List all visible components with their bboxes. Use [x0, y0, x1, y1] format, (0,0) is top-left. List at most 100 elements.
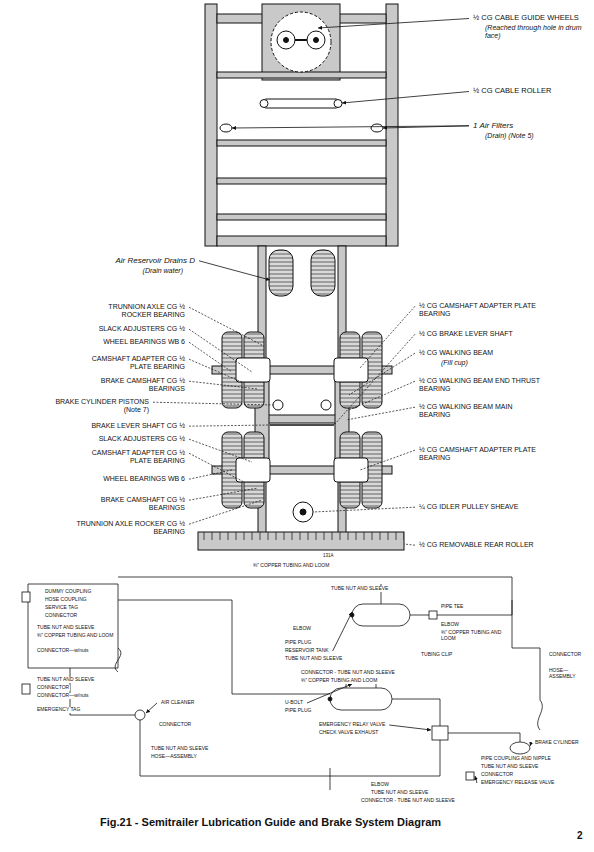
part-label: PIPE PLUG: [284, 640, 312, 646]
copper-tubing: [410, 600, 512, 615]
brake-cylinder: [273, 400, 283, 410]
part-label: PIPE TEE: [440, 604, 464, 610]
part-label: CONNECTOR: [548, 652, 582, 658]
callout-label: ½ CG WALKING BEAM END THRUST BEARING: [418, 377, 544, 393]
part-label: ⅜" COPPER TUBING AND LOOM: [300, 678, 378, 684]
leader-line: [189, 329, 252, 372]
copper-tubing: [118, 577, 512, 600]
part-label: ⅜" COPPER TUBING AND LOOM: [36, 633, 114, 639]
note-text: (Drain water): [142, 267, 184, 275]
leader-line: [342, 92, 469, 104]
leader-line: [349, 353, 415, 395]
part-label: HOSE—ASSEMBLY: [548, 668, 592, 680]
pipe-plug: [328, 697, 332, 701]
reservoir-tank: [330, 688, 392, 710]
callout-label: TRUNNION AXLE ROCKER CG ½ BEARING: [60, 520, 186, 536]
callout-label: ½ CG CABLE ROLLER: [472, 87, 552, 96]
callout-label: WHEEL BEARINGS WB 6: [102, 475, 186, 483]
leader-line: [189, 381, 258, 389]
copper-tubing: [118, 600, 330, 694]
upper-frame: [205, 4, 398, 246]
note-text: (Reached through hole in drum face): [484, 24, 592, 40]
callout-label: ½ CG BRAKE LEVER SHAFT: [418, 330, 514, 338]
note-text: (Fill cup): [440, 359, 469, 367]
leader-line: [333, 612, 352, 651]
guide-wheel: [277, 31, 295, 49]
drawing-number: 131A: [322, 553, 335, 558]
air-filter: [371, 124, 383, 132]
part-label: AIR CLEANER: [160, 700, 195, 706]
part-label: HOSE COUPLING: [44, 597, 88, 603]
leader-line: [313, 507, 415, 512]
rear-roller-bumper: [198, 532, 404, 550]
part-label: TUBE NUT AND SLEEVE: [150, 746, 209, 752]
callout-label: 1 Air Filters: [472, 121, 514, 130]
callout-label: SLACK ADJUSTERS CG ½: [98, 325, 186, 333]
brake-cylinder: [321, 400, 331, 410]
part-label: TUBE NUT AND SLEEVE: [330, 586, 389, 592]
callout-label: BRAKE CAMSHAFT CG ½ BEARINGS: [86, 377, 186, 393]
leader-line: [530, 743, 531, 746]
part-label: PIPE PLUG: [284, 708, 312, 714]
leader-line: [389, 725, 431, 730]
part-label: TUBE NUT AND SLEEVE: [284, 656, 343, 662]
part-label: TUBING CLIP: [420, 652, 453, 658]
emergency-release-valve: [466, 772, 474, 780]
reservoir-tank: [352, 604, 410, 626]
callout-label: TRUNNION AXLE CG ½ ROCKER BEARING: [90, 303, 186, 319]
part-label: EMERGENCY RELAY VALVE: [318, 722, 386, 728]
brake-drum: [236, 358, 270, 382]
brake-components: [22, 592, 530, 780]
hose-assembly: [538, 700, 543, 730]
part-label: EMERGENCY RELEASE VALVE: [480, 780, 555, 786]
frame-rail: [386, 4, 398, 246]
callout-label: CAMSHAFT ADAPTER CG ½ PLATE BEARING: [80, 449, 186, 465]
part-label: CHECK VALVE EXHAUST: [318, 730, 379, 736]
roller-end: [334, 100, 342, 108]
hose-assembly: [115, 648, 121, 672]
idler-pulley: [293, 502, 313, 522]
callout-label: ½ CG WALKING BEAM: [418, 349, 494, 357]
leader-line: [360, 450, 415, 470]
part-label: ⅜" COPPER TUBING AND LOOM: [440, 630, 506, 642]
callout-label: ½ CG CAMSHAFT ADAPTER PLATE BEARING: [418, 446, 540, 462]
cross-member: [217, 140, 386, 146]
part-label: TUBE NUT AND SLEEVE: [480, 764, 539, 770]
leader-line: [189, 307, 262, 345]
callout-label: ½ CG REMOVABLE REAR ROLLER: [418, 541, 535, 549]
leader-line: [189, 470, 232, 479]
part-label: ELBOW: [440, 622, 460, 628]
cross-member: [217, 214, 386, 220]
part-label: CONNECTOR—w/nuts: [36, 648, 90, 654]
drum-hole: [271, 12, 331, 72]
part-label: CONNECTOR: [36, 685, 70, 691]
wheels: [222, 332, 382, 508]
copper-tubing: [330, 768, 331, 790]
leader-line: [189, 453, 244, 482]
part-label: CONNECTOR - TUBE NUT AND SLEEVE: [360, 798, 456, 804]
copper-tubing: [512, 600, 540, 700]
cable-guide-wheels: [277, 31, 325, 49]
leader-line: [334, 334, 415, 425]
leader-line: [189, 359, 244, 383]
cross-member: [217, 178, 386, 184]
leader-line: [346, 407, 415, 420]
leader-line: [475, 776, 477, 783]
callout-label: ¼ CG IDLER PULLEY SHEAVE: [418, 503, 519, 511]
brake-drum: [236, 458, 270, 482]
air-filter: [220, 124, 232, 132]
brake-cylinder: [510, 742, 530, 754]
brake-piping: [28, 577, 542, 790]
note-text: (Drain) (Note 5): [484, 132, 535, 140]
air-reservoir: [269, 250, 293, 296]
wheel-hub: [314, 38, 319, 43]
part-label: ELBOW: [370, 782, 390, 788]
part-label: CONNECTOR—w/nuts: [36, 693, 90, 699]
brake-drum: [334, 358, 368, 382]
guide-wheel: [307, 31, 325, 49]
callout-label: BRAKE CAMSHAFT CG ½ BEARINGS: [86, 496, 186, 512]
copper-tubing: [448, 733, 520, 742]
leader-line: [318, 19, 469, 29]
copper-tubing: [140, 720, 440, 776]
coupling-panel: [28, 584, 118, 668]
